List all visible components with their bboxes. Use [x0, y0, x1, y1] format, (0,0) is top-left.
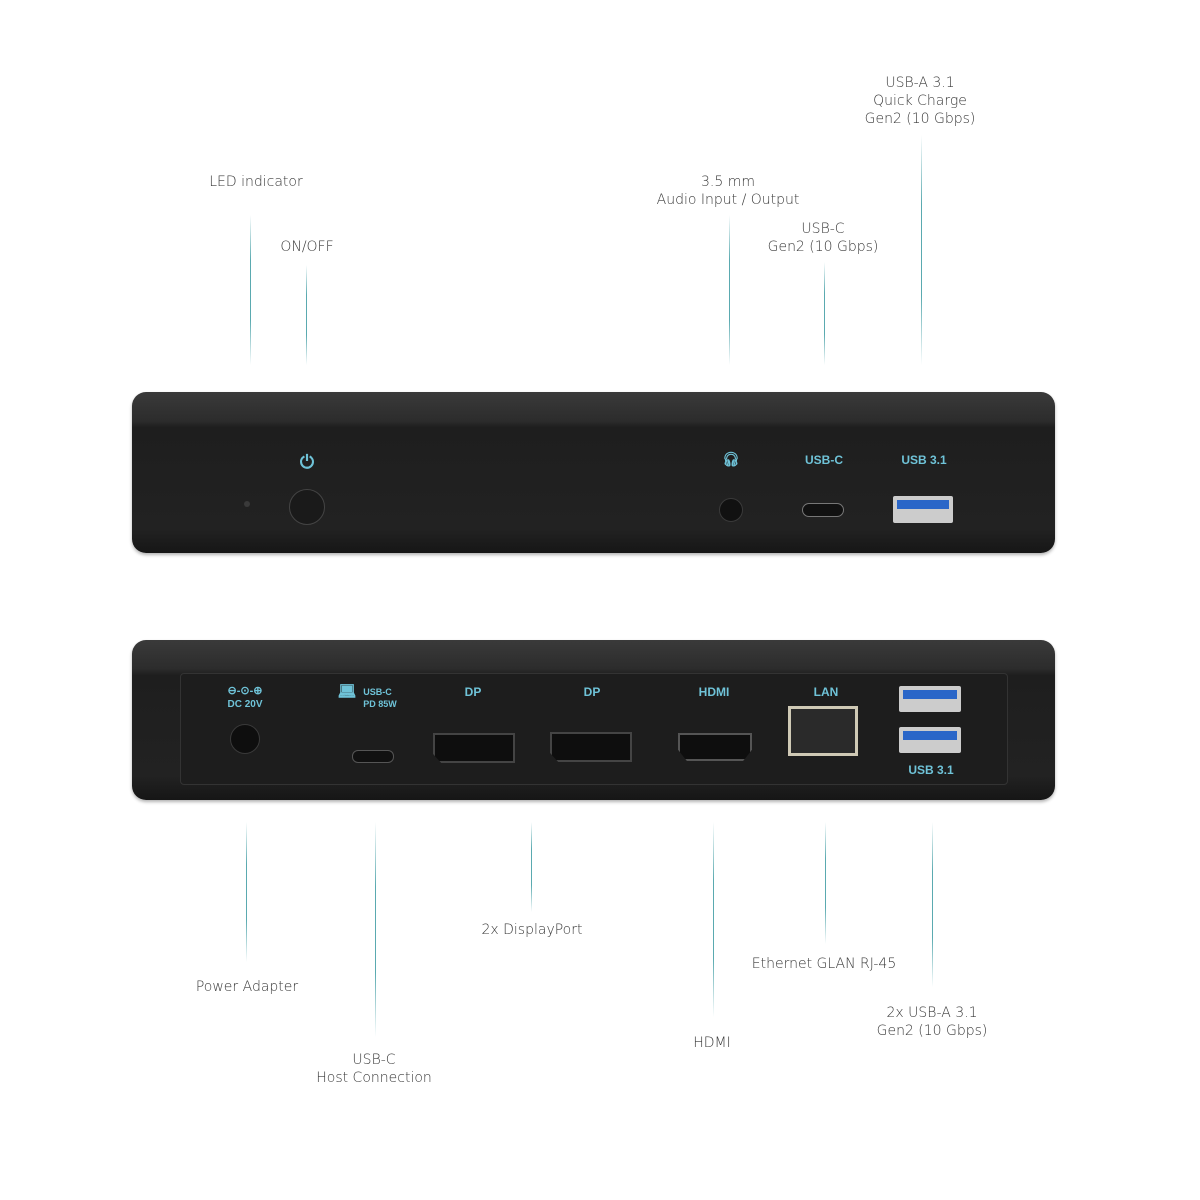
label-ethernet: Ethernet GLAN RJ-45 [751, 956, 897, 972]
led-indicator [244, 501, 250, 507]
usb-a-port [893, 496, 953, 523]
usb-c-host-port [352, 750, 394, 763]
laptop-icon: 💻︎ [337, 683, 357, 700]
hdmi-label: HDMI [698, 685, 730, 699]
label-line: USB-A 3.1 [885, 75, 955, 91]
usb-a-ports-label: USB 3.1 [908, 763, 954, 777]
leader-line [250, 215, 251, 365]
label-line: Audio Input / Output [656, 192, 800, 208]
displayport-2 [550, 732, 632, 762]
usb-a-port-label: USB 3.1 [901, 453, 947, 467]
dc-power-jack [230, 724, 260, 754]
label-on-off: ON/OFF [280, 239, 334, 255]
label-power-adapter: Power Adapter [195, 979, 299, 995]
label-led-indicator: LED indicator [209, 174, 303, 190]
dp2-label: DP [583, 685, 601, 699]
label-line: 3.5 mm [701, 174, 755, 190]
label-line: PD 85W [363, 699, 397, 709]
dc-polarity-icon: ⊖-⊙-⊕ [227, 685, 263, 697]
usb-c-port [802, 503, 844, 517]
hdmi-port [678, 733, 752, 761]
dock-back-view: ⊖-⊙-⊕ DC 20V 💻︎ USB-C PD 85W DP DP HDMI L… [132, 640, 1055, 800]
usb-c-host-label: USB-C PD 85W [363, 686, 397, 710]
usb-a-port-2 [899, 727, 961, 753]
label-line: Quick Charge [873, 93, 967, 109]
label-line: 2x USB-A 3.1 [886, 1005, 978, 1021]
leader-line [375, 822, 376, 1037]
usb-c-port-label: USB-C [805, 453, 843, 467]
leader-line [531, 822, 532, 912]
leader-line [825, 822, 826, 944]
leader-line [713, 822, 714, 1017]
label-displayport: 2x DisplayPort [481, 922, 583, 938]
leader-line [246, 822, 247, 962]
label-line: Gen2 (10 Gbps) [876, 1023, 988, 1039]
label-line: USB-C [352, 1052, 396, 1068]
label-audio: 3.5 mm Audio Input / Output [657, 173, 800, 209]
headphone-icon: 🎧︎ [722, 451, 740, 467]
usb-a-port-1 [899, 686, 961, 712]
dock-front-view: ⏻ 🎧︎ USB-C USB 3.1 [132, 392, 1055, 553]
label-line: USB-C [801, 221, 845, 237]
label-hdmi: HDMI [693, 1035, 731, 1051]
label-line: Gen2 (10 Gbps) [864, 111, 976, 127]
audio-jack [719, 498, 743, 522]
ethernet-port [788, 706, 858, 756]
leader-line [932, 822, 933, 987]
dp1-label: DP [464, 685, 482, 699]
leader-line [306, 265, 307, 365]
lan-label: LAN [813, 685, 839, 699]
leader-line [729, 215, 730, 365]
leader-line [921, 135, 922, 365]
rear-panel [180, 673, 1008, 785]
label-line: Gen2 (10 Gbps) [767, 239, 879, 255]
power-button[interactable] [289, 489, 325, 525]
dc-label: DC 20V [227, 699, 263, 710]
label-line: Host Connection [316, 1070, 432, 1086]
label-usb-c-host: USB-C Host Connection [316, 1051, 432, 1087]
leader-line [824, 262, 825, 365]
label-line: USB-C [363, 687, 392, 697]
label-usb-c: USB-C Gen2 (10 Gbps) [768, 220, 879, 256]
power-icon: ⏻ [299, 452, 315, 472]
displayport-1 [433, 733, 515, 763]
